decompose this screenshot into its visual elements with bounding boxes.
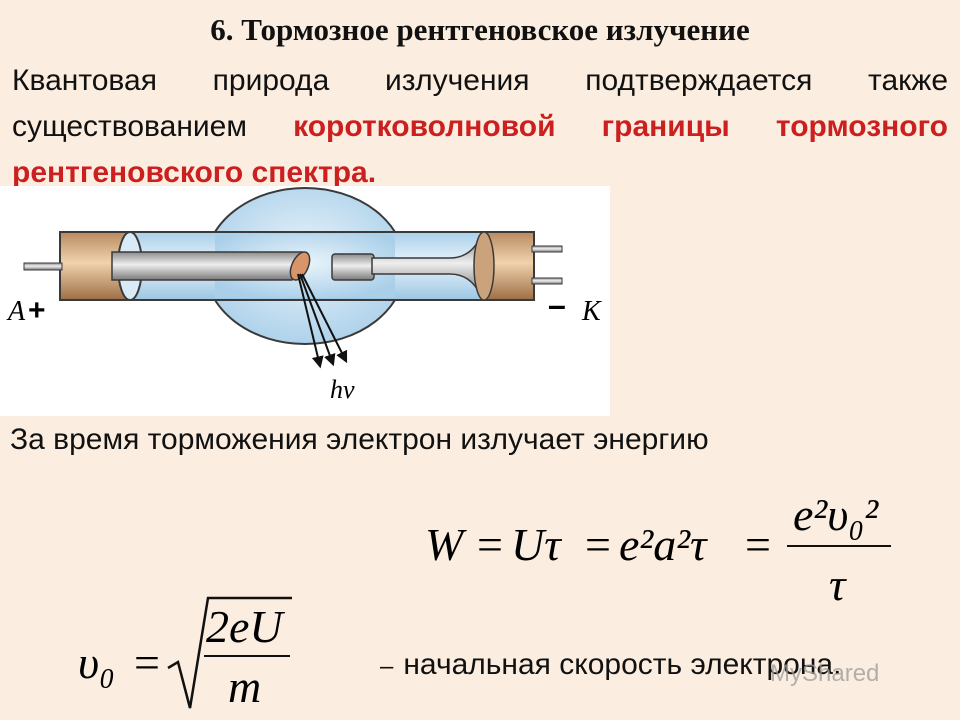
speed-formula: υ₀ = 2eU m: [78, 590, 318, 715]
speed-formula-svg: υ₀ = 2eU m: [78, 596, 292, 712]
cathode-pin-top: [531, 245, 563, 253]
formula-denominator: τ: [829, 559, 847, 610]
photon-label: hν: [330, 375, 355, 404]
formula-Utau: Uτ: [511, 519, 562, 570]
formula-numerator: e²υ₀²: [793, 489, 879, 540]
speed-description: –начальная скорость электрона.: [380, 648, 841, 682]
anode-label: A: [6, 296, 26, 327]
description-text: начальная скорость электрона.: [403, 648, 842, 681]
sqrt-sign: [167, 596, 292, 709]
energy-formula: W = Uτ = e²a²τ = e²υ₀² τ: [425, 480, 925, 610]
formula-eq1: =: [477, 519, 503, 570]
photon-arrow-1: [297, 273, 324, 369]
watermark: MyShared: [770, 660, 880, 687]
anode-rod: [111, 251, 304, 281]
speed-numerator: 2eU: [206, 601, 285, 652]
speed-denominator: m: [228, 661, 261, 712]
xray-tube-diagram: A + – K hν: [0, 186, 610, 416]
description-dash: –: [380, 653, 394, 680]
cathode-sign: –: [548, 287, 566, 323]
formula-e2a2tau: e²a²τ: [619, 519, 708, 570]
photon-arrow-2: [299, 273, 336, 367]
formula-eq3: =: [745, 519, 771, 570]
cathode-pin-bottom: [531, 277, 563, 285]
slide-title: 6. Тормозное рентгеновское излучение: [210, 12, 750, 47]
xray-tube-svg: A + – K hν: [6, 187, 602, 404]
cathode-label: K: [581, 296, 602, 327]
anode-target: [289, 251, 311, 281]
highlight-text: коротковолновой границы тормозного рентг…: [12, 110, 948, 189]
intro-text: Квантовая природа излучения подтверждает…: [12, 64, 948, 143]
formula-W: W: [425, 519, 467, 570]
cathode-cup: [331, 253, 375, 281]
anode-sign: +: [28, 294, 46, 327]
anode-pin: [23, 262, 63, 271]
speed-eq: =: [134, 637, 160, 688]
energy-formula-svg: W = Uτ = e²a²τ = e²υ₀² τ: [425, 489, 891, 610]
photon-arrow-3: [301, 273, 348, 364]
speed-lhs: υ₀: [78, 637, 115, 688]
formula-eq2: =: [585, 519, 611, 570]
intro-paragraph: Квантовая природа излучения подтверждает…: [12, 58, 948, 196]
energy-sentence: За время торможения электрон излучает эн…: [10, 423, 709, 456]
